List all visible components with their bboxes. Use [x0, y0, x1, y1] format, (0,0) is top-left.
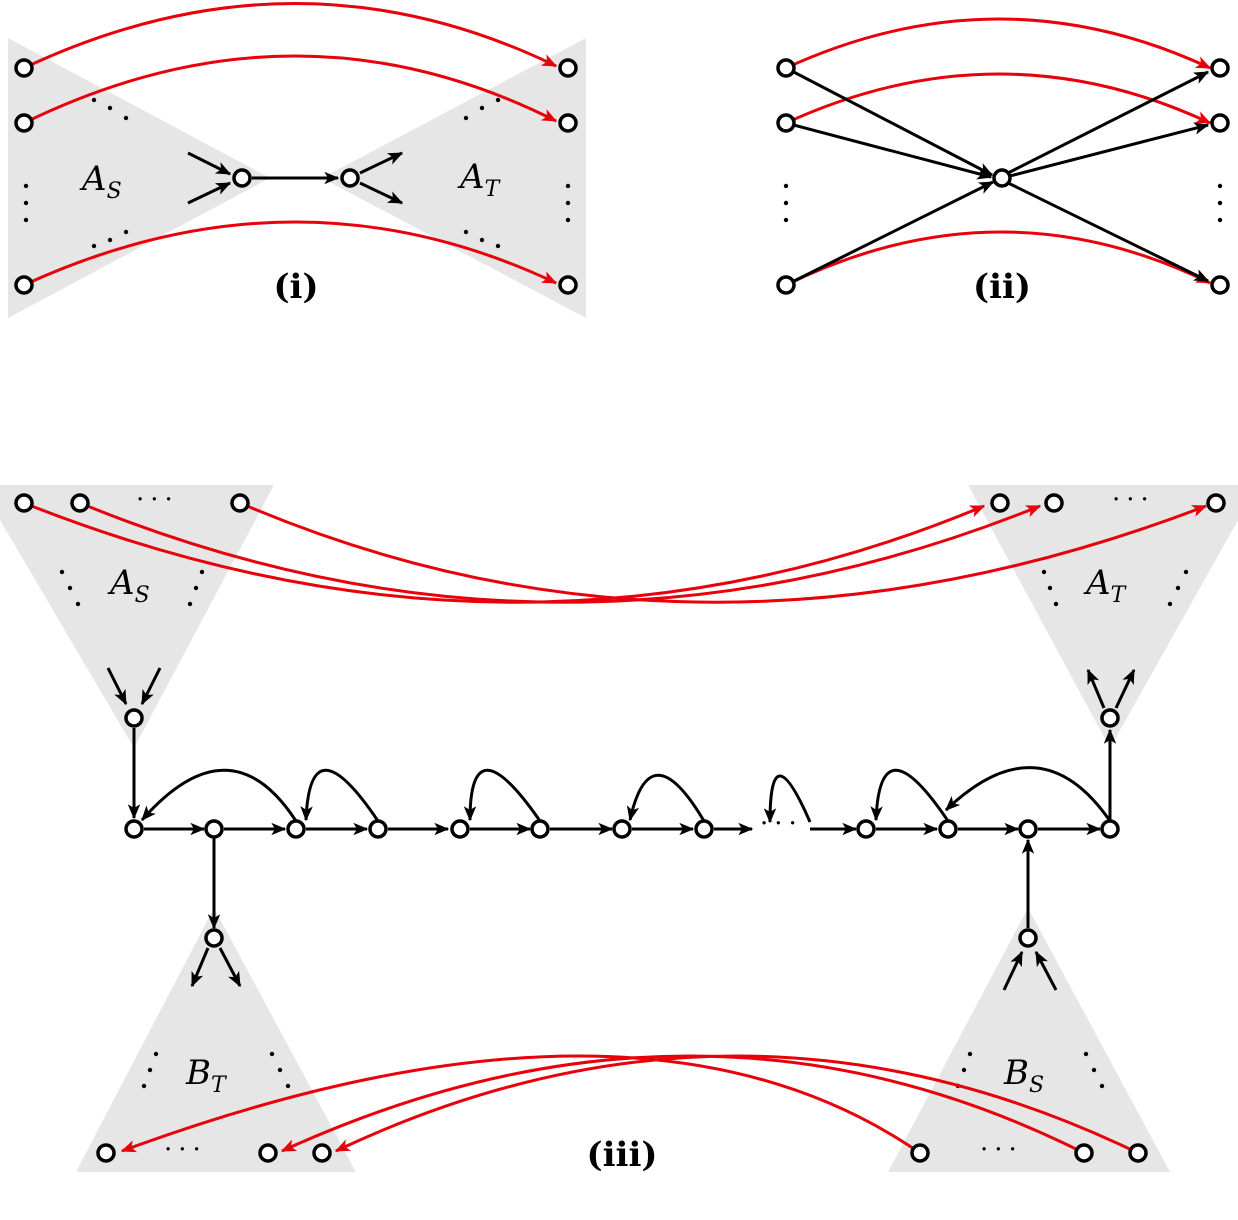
node-iii-bs-root — [1018, 928, 1038, 948]
region-label-i-right: AT — [457, 157, 502, 202]
node-iii-bt-2 — [258, 1143, 278, 1163]
node-ii-t1 — [1210, 58, 1230, 78]
node-i-t3 — [558, 275, 578, 295]
red-edge-ii-2 — [785, 72, 1212, 125]
red-edge-iii-bottom-1 — [120, 1054, 921, 1155]
ellipsis-iii-top-right: ··· — [1112, 485, 1155, 515]
stub-iii-a-in-2 — [140, 667, 162, 706]
panel-i: AS AT (i) — [8, 2, 586, 318]
node-i-mid-left — [232, 168, 252, 188]
node-iii-at-2 — [1044, 493, 1064, 513]
region-iii-bottom-left — [76, 908, 356, 1172]
red-edge-ii-3 — [785, 230, 1212, 287]
edge-ii-1 — [785, 66, 994, 177]
node-iii-as-2 — [70, 493, 90, 513]
node-ii-s2 — [776, 113, 796, 133]
node-ii-s3 — [776, 275, 796, 295]
path-nodes-iii — [124, 819, 1120, 839]
red-edge-iii-bottom-3 — [334, 1054, 1139, 1155]
node-iii-at-3 — [1206, 493, 1226, 513]
node-iii-as-3 — [230, 493, 250, 513]
node-iii-bs-3 — [1128, 1143, 1148, 1163]
diagonal-dots-iii — [59, 569, 1189, 1089]
edge-ii-4 — [1001, 70, 1210, 178]
ellipsis-dots-i — [23, 97, 571, 249]
node-i-s1 — [14, 58, 34, 78]
red-edge-iii-top-2 — [79, 501, 1042, 604]
region-label-iii-top-left: AS — [107, 563, 150, 608]
stub-iii-bs-in-1 — [1002, 950, 1024, 991]
region-iii-top-left — [0, 485, 274, 748]
region-i-right — [322, 38, 586, 318]
node-iii-bt-3 — [312, 1143, 332, 1163]
edge-i-in-1 — [187, 151, 232, 176]
stub-iii-a-in-1 — [106, 667, 128, 706]
stub-iii-at-out-2 — [1114, 668, 1136, 709]
panel-ii: (ii) — [776, 17, 1230, 307]
stub-iii-bt-out-2 — [218, 947, 242, 988]
ellipsis-iii-bottom-right: ··· — [980, 1135, 1023, 1165]
node-iii-bs-2 — [1074, 1143, 1094, 1163]
node-iii-bt-1 — [96, 1143, 116, 1163]
red-edge-iii-top-3 — [239, 501, 1208, 604]
region-i-left — [8, 38, 270, 318]
node-iii-as-root — [124, 708, 144, 728]
region-label-iii-bottom-left: BT — [185, 1053, 228, 1098]
stub-iii-bs-in-2 — [1034, 950, 1058, 991]
edge-ii-5 — [1001, 122, 1210, 180]
region-label-iii-top-right: AT — [1083, 563, 1128, 608]
region-label-i-left: AS — [79, 159, 122, 204]
region-label-iii-bottom-right: BS — [1003, 1053, 1044, 1098]
caption-i: (i) — [273, 267, 318, 307]
ellipsis-dots-ii — [783, 183, 1223, 223]
node-i-s3 — [14, 275, 34, 295]
node-iii-at-1 — [990, 493, 1010, 513]
node-ii-s1 — [776, 58, 796, 78]
edge-ii-2 — [785, 121, 993, 180]
node-ii-t3 — [1210, 275, 1230, 295]
region-iii-top-right — [968, 485, 1238, 748]
ellipsis-iii-top-left: ··· — [136, 485, 179, 515]
node-i-t2 — [558, 113, 578, 133]
node-i-s2 — [14, 113, 34, 133]
ellipsis-iii-bottom-left: ··· — [164, 1135, 207, 1165]
node-i-t1 — [558, 58, 578, 78]
node-ii-t2 — [1210, 113, 1230, 133]
red-edge-ii-1 — [785, 17, 1212, 70]
red-edge-i-2 — [23, 54, 558, 125]
panel-iii: AS AT BT BS ··· ··· ··· ··· ··· — [0, 485, 1238, 1175]
edge-i-out-1 — [359, 151, 404, 175]
edge-ii-6 — [1001, 178, 1210, 283]
stub-iii-at-out-1 — [1086, 668, 1106, 709]
caption-iii: (iii) — [587, 1135, 658, 1175]
ellipsis-iii-path: ··· — [760, 809, 803, 839]
edge-i-in-2 — [187, 181, 232, 205]
node-iii-at-root — [1100, 708, 1120, 728]
node-i-mid-right — [340, 168, 360, 188]
edge-i-out-2 — [359, 181, 404, 205]
edge-ii-3 — [785, 180, 995, 287]
node-ii-hub — [992, 168, 1012, 188]
path-back-arcs-iii — [140, 766, 1112, 824]
node-iii-bs-1 — [910, 1143, 930, 1163]
node-iii-bt-root — [204, 928, 224, 948]
region-iii-bottom-right — [888, 908, 1170, 1172]
caption-ii: (ii) — [973, 267, 1031, 307]
red-edge-i-3 — [23, 220, 558, 287]
stub-iii-bt-out-1 — [190, 947, 210, 988]
node-iii-as-1 — [14, 493, 34, 513]
red-edge-i-1 — [23, 2, 558, 70]
